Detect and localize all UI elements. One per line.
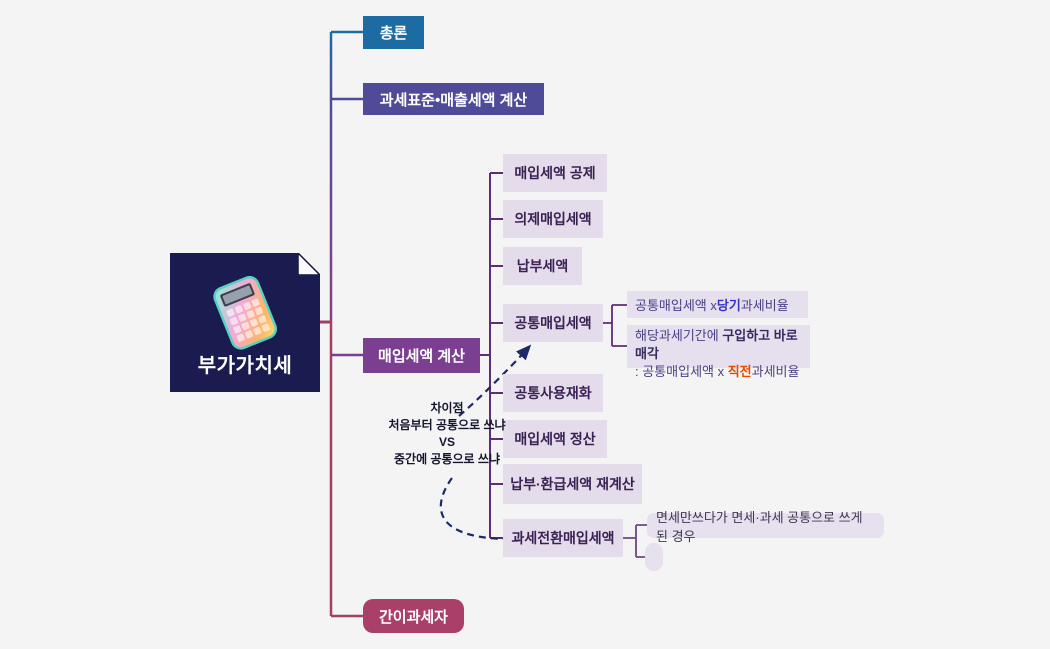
- formula-line2: : 공통매입세액 x 직전과세비율: [635, 363, 799, 381]
- difference-annotation[interactable]: 차이점 처음부터 공통으로 쓰냐 VS 중간에 공통으로 쓰냐: [380, 400, 514, 468]
- branch-input-tax-calculation[interactable]: 매입세액 계산: [363, 338, 480, 373]
- formula-text: 과세비율: [751, 364, 800, 379]
- folded-corner: [298, 253, 320, 275]
- formula-text: 과세비율: [740, 298, 789, 313]
- empty-topic-node[interactable]: [645, 543, 663, 571]
- note-exempt-to-common-use[interactable]: 면세만쓰다가 면세·과세 공통으로 쓰게 된 경우: [647, 510, 884, 544]
- formula-line1: 해당과세기간에 구입하고 바로 매각: [635, 327, 802, 363]
- child-taxable-conversion-input-tax[interactable]: 과세전환매입세액: [503, 519, 623, 557]
- child-deemed-input-tax[interactable]: 의제매입세액: [503, 200, 603, 238]
- formula-bold-text: 구입하고 바로 매각: [635, 328, 798, 361]
- annotation-line: 차이점: [430, 401, 464, 415]
- dashed-arrow-to-common-input[interactable]: [458, 344, 532, 417]
- root-node[interactable]: 부가가치세: [170, 253, 320, 392]
- annotation-line: 중간에 공통으로 쓰냐: [393, 452, 501, 466]
- formula-highlight-prior: 직전: [727, 364, 752, 379]
- root-label: 부가가치세: [197, 355, 293, 377]
- annotation-line: VS: [438, 435, 455, 449]
- child-common-input-tax[interactable]: 공통매입세액: [503, 304, 603, 342]
- child-tax-payable[interactable]: 납부세액: [503, 247, 582, 285]
- child-payable-refund-recalculation[interactable]: 납부·환급세액 재계산: [503, 464, 642, 504]
- formula-text: 공통매입세액 x: [635, 298, 717, 313]
- calculator-icon: [194, 267, 296, 368]
- annotation-line: 처음부터 공통으로 쓰냐: [388, 418, 506, 432]
- branch-simplified-taxpayer[interactable]: 간이과세자: [363, 599, 464, 633]
- child-common-use-goods[interactable]: 공통사용재화: [503, 374, 603, 412]
- child-input-tax-deduction[interactable]: 매입세액 공제: [503, 154, 607, 192]
- branch-tax-base-output-tax[interactable]: 과세표준•매출세액 계산: [363, 83, 544, 115]
- formula-text: : 공통매입세액 x: [635, 364, 728, 379]
- note-prior-period-formula[interactable]: 해당과세기간에 구입하고 바로 매각 : 공통매입세액 x 직전과세비율: [627, 325, 810, 379]
- child-input-tax-settlement[interactable]: 매입세액 정산: [503, 420, 607, 458]
- branch-general-overview[interactable]: 총론: [363, 16, 424, 49]
- dashed-curve-to-conversion[interactable]: [439, 477, 504, 541]
- formula-highlight-current: 당기: [716, 298, 741, 313]
- formula-text: 해당과세기간에: [635, 328, 723, 343]
